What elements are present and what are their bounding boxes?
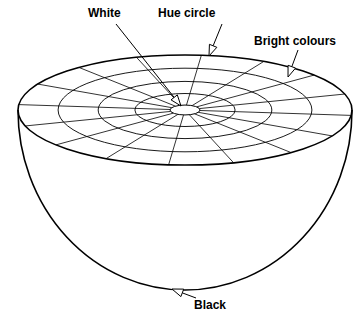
callout-label: Bright colours	[254, 34, 336, 48]
hue-spoke	[19, 105, 170, 110]
callout-label: Hue circle	[158, 6, 215, 20]
hue-spoke	[25, 111, 170, 126]
hue-spoke	[38, 84, 172, 108]
hue-spoke	[192, 61, 264, 105]
saturation-ring	[98, 81, 272, 138]
hue-spoke	[189, 115, 233, 163]
leader-arrow-head	[172, 289, 184, 297]
leader-arrow	[292, 50, 298, 67]
hue-spoke	[186, 55, 201, 105]
hue-spoke	[169, 115, 184, 165]
leader-arrow-head	[288, 65, 296, 77]
hue-spoke	[198, 112, 332, 136]
hue-spoke	[79, 67, 175, 106]
leader-arrow	[213, 24, 222, 46]
hue-spoke	[195, 114, 291, 153]
callout-label: White	[88, 6, 121, 20]
hue-spoke	[197, 75, 314, 107]
hue-spoke	[200, 110, 351, 115]
leader-arrow	[182, 293, 196, 298]
hemisphere-outline	[18, 110, 352, 290]
leader-arrow-head	[209, 44, 217, 56]
leader-arrow	[116, 24, 174, 97]
saturation-ring	[135, 94, 235, 127]
hue-spoke	[199, 94, 344, 109]
hue-spoke	[137, 57, 181, 105]
hue-spoke	[56, 113, 173, 145]
hue-spoke	[106, 114, 178, 158]
callout-label: Black	[194, 298, 226, 312]
saturation-ring	[58, 68, 312, 152]
leader-arrow-head	[171, 95, 181, 106]
white-centre	[170, 105, 200, 115]
saturation-ring	[18, 55, 352, 165]
